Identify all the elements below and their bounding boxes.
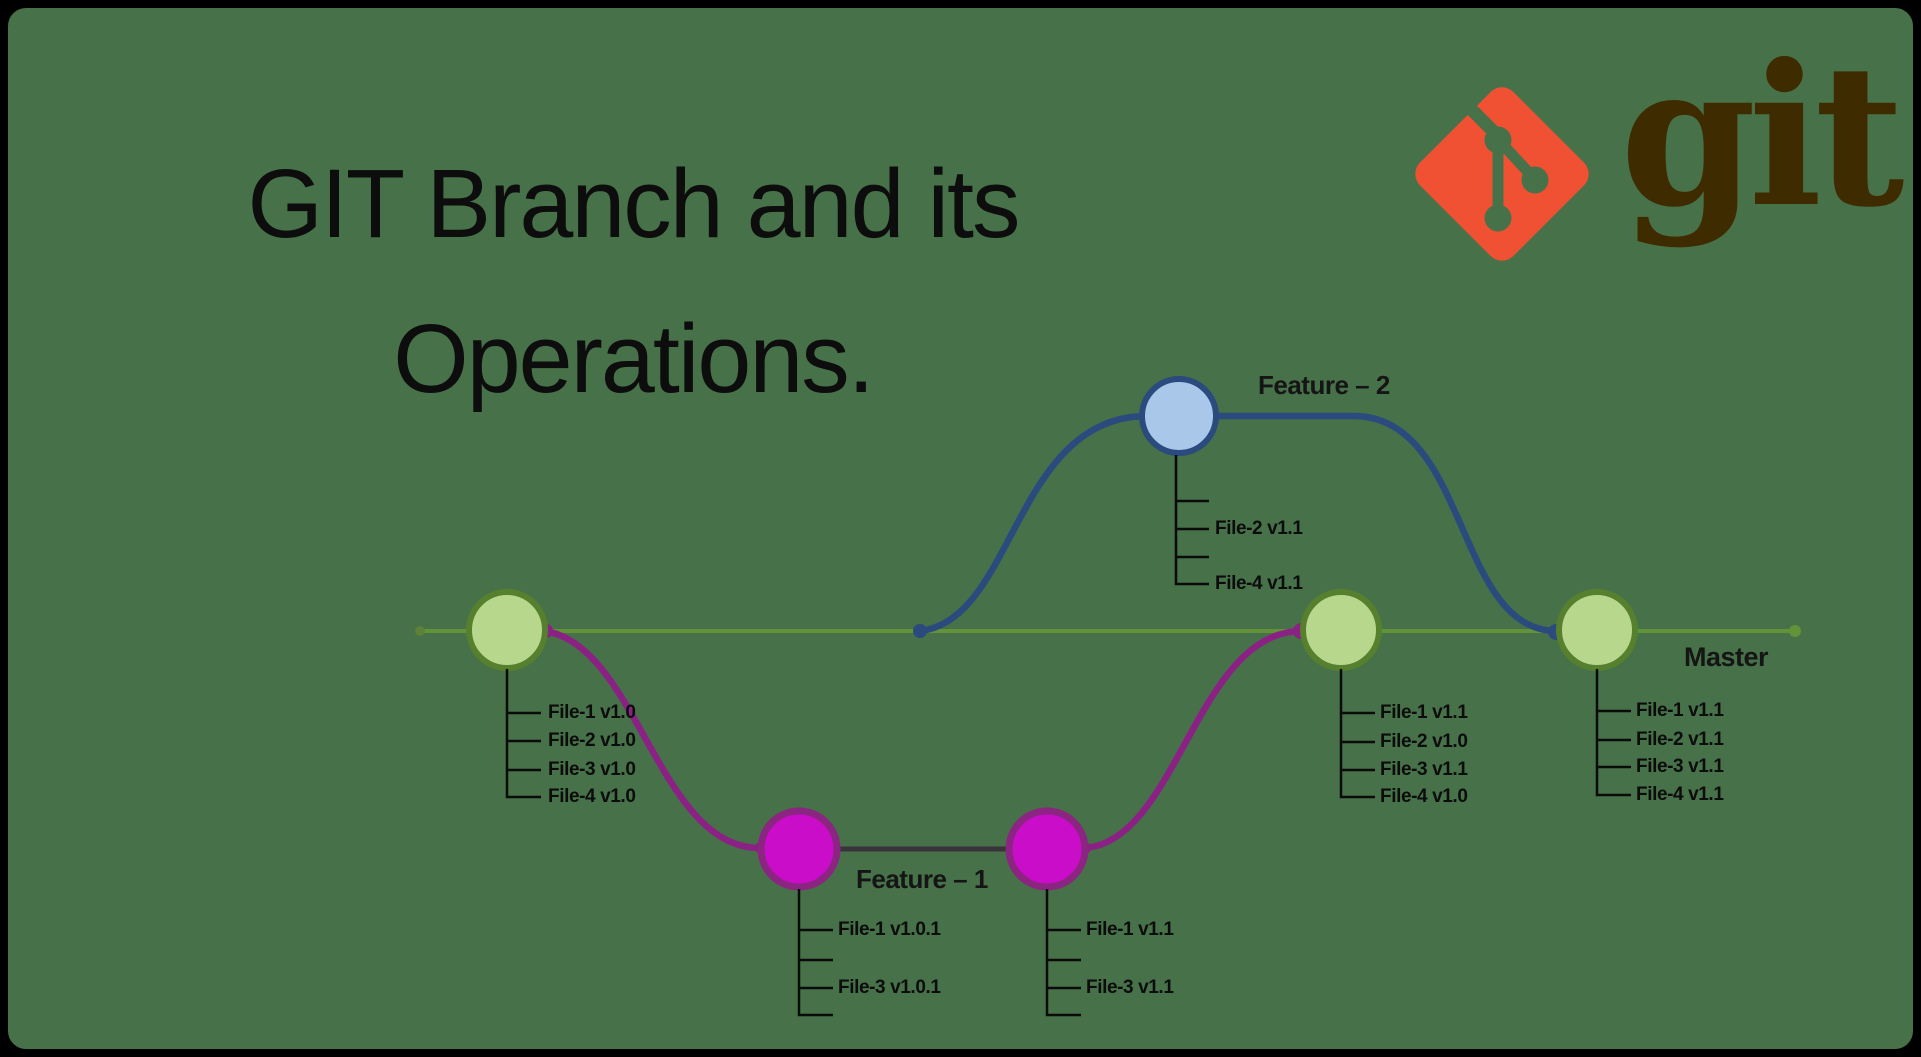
feature1-branch-out-line xyxy=(544,627,761,852)
file-label: File-1 v1.1 xyxy=(1380,702,1468,723)
page-title: GIT Branch and its Operations. xyxy=(163,126,1103,436)
git-branch-glyph-dots xyxy=(1484,126,1549,232)
commit-node-feature1-first xyxy=(757,807,841,891)
callout-feature1-first-commit xyxy=(797,889,833,1017)
commit-node-feature1-second xyxy=(1005,807,1089,891)
file-label: File-2 v1.1 xyxy=(1636,729,1724,750)
file-label: File-3 v1.0.1 xyxy=(838,977,941,998)
file-label: File-2 v1.0 xyxy=(548,730,636,751)
commit-node-feature2 xyxy=(1139,376,1219,456)
file-label: File-1 v1.0.1 xyxy=(838,919,941,940)
file-label: File-3 v1.1 xyxy=(1380,759,1468,780)
file-label: File-3 v1.1 xyxy=(1636,756,1724,777)
file-label: File-2 v1.0 xyxy=(1380,731,1468,752)
commit-node-merge-feature1 xyxy=(1300,589,1382,671)
file-label: File-1 v1.0 xyxy=(548,702,636,723)
feature2-branch-start-dot xyxy=(913,624,927,638)
branch-label-feature2: Feature – 2 xyxy=(1258,370,1390,400)
file-label: File-4 v1.0 xyxy=(1380,786,1468,807)
callout-initial-commit xyxy=(505,669,541,799)
file-label: File-3 v1.0 xyxy=(548,759,636,780)
commit-node-merge-feature2 xyxy=(1556,589,1638,671)
page-title-line2: Operations. xyxy=(393,304,874,413)
callout-merge-feature1-commit xyxy=(1339,669,1375,799)
feature1-branch-merge-line xyxy=(1085,627,1301,852)
branch-label-master: Master xyxy=(1684,642,1769,672)
master-start-dot xyxy=(415,626,425,636)
master-end-dot xyxy=(1789,625,1801,637)
file-label: File-4 v1.1 xyxy=(1215,573,1303,594)
callout-feature1-second-commit xyxy=(1045,889,1081,1017)
commit-node-initial xyxy=(466,589,548,671)
file-label: File-2 v1.1 xyxy=(1215,518,1303,539)
callout-feature2-commit xyxy=(1174,455,1209,586)
file-label: File-4 v1.0 xyxy=(548,786,636,807)
git-logo-icon xyxy=(1415,87,1589,261)
file-label: File-3 v1.1 xyxy=(1086,977,1174,998)
file-label: File-1 v1.1 xyxy=(1086,919,1174,940)
callout-merge-feature2-commit xyxy=(1595,669,1631,797)
page-title-line1: GIT Branch and its xyxy=(247,149,1021,258)
file-callout-lines xyxy=(505,455,1631,1017)
file-label: File-4 v1.1 xyxy=(1636,784,1724,805)
branch-label-feature1: Feature – 1 xyxy=(856,864,988,894)
git-wordmark: git xyxy=(1620,21,1904,250)
feature2-branch-line xyxy=(919,412,1558,635)
file-label: File-1 v1.1 xyxy=(1636,700,1724,721)
git-branch-diagram xyxy=(415,376,1801,1017)
